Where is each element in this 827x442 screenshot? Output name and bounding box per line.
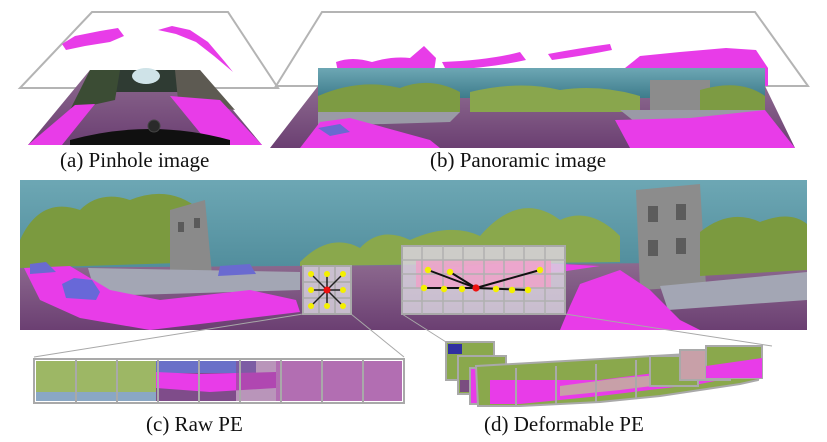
projection-lines — [33, 313, 773, 358]
pinhole-projection-plane — [17, 11, 280, 89]
caption-raw-pe: (c) Raw PE — [146, 412, 243, 436]
caption-deformable-pe: (d) Deformable PE — [484, 412, 644, 436]
pinhole-image — [28, 68, 262, 145]
pinhole-plane-segment-right — [158, 26, 233, 72]
panoramic-image — [270, 68, 795, 148]
raw-pe-grid — [302, 265, 352, 315]
caption-panoramic-image: (b) Panoramic image — [430, 148, 607, 172]
raw-pe-strip — [33, 358, 405, 404]
raw-pe-center-point — [323, 286, 331, 294]
pinhole-panel — [17, 11, 280, 145]
caption-pinhole-image: (a) Pinhole image — [60, 148, 210, 172]
panoramic-plane-segment-2 — [442, 52, 526, 70]
deformable-pe-cascade — [445, 341, 764, 407]
pinhole-plane-segment-left — [62, 28, 124, 50]
panoramic-plane-segment-3 — [548, 44, 612, 60]
deformable-pe-center-point — [472, 284, 480, 292]
deformable-pe-grid — [401, 245, 566, 315]
panoramic-panel — [270, 11, 810, 148]
